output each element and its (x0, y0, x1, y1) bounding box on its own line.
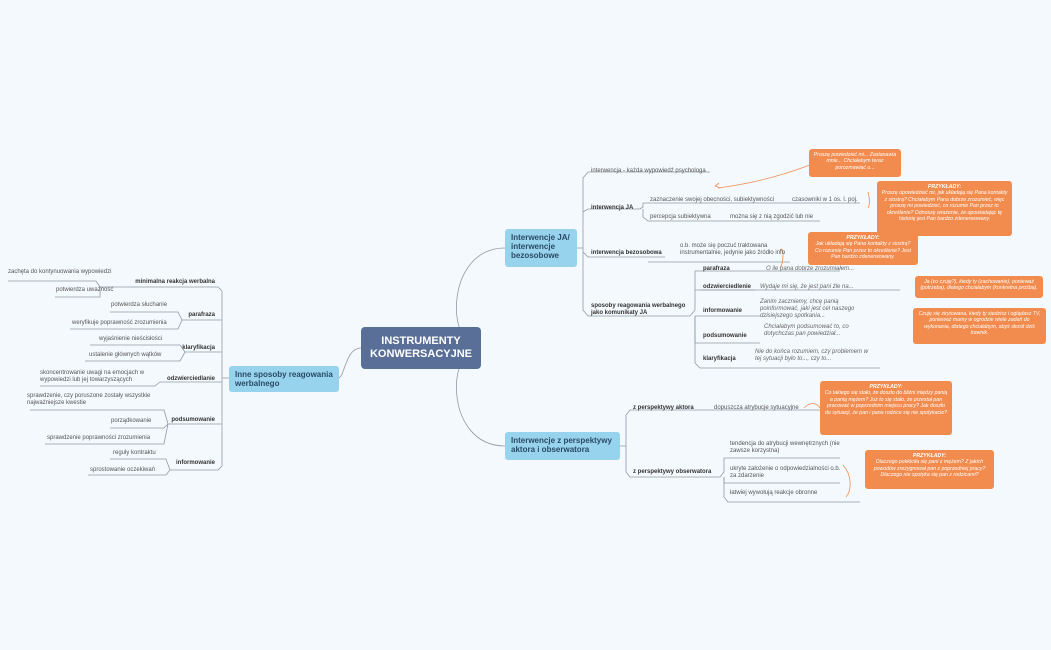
central-topic[interactable]: INSTRUMENTY KONWERSACYJNE (361, 327, 481, 369)
node-informowanie-left[interactable]: informowanie (175, 460, 215, 466)
note-przyklady-bezosobowe[interactable]: PRZYKŁADY:Jak układają się Pana kontakty… (808, 232, 918, 265)
node-perspektywa-aktora[interactable]: z perspektywy aktora (633, 405, 694, 411)
node-klaryfikacja-left[interactable]: klaryfikacja (182, 345, 215, 351)
node-podsumowanie-text[interactable]: Chciałabym podsumować to, co dotychczas … (764, 324, 849, 337)
node-informowanie-label[interactable]: informowanie (703, 308, 743, 314)
node-klaryfikacja-label[interactable]: klaryfikacja (703, 356, 736, 362)
node-percepcja[interactable]: percepcja subiektywna (650, 214, 711, 220)
node-klaryfikacja-text[interactable]: Nie do końca rozumiem, czy problemem w t… (755, 349, 869, 362)
node-ustalenie[interactable]: ustalenie głównych wątków (89, 352, 162, 358)
node-potwierdza-sluchanie[interactable]: potwierdza słuchanie (111, 302, 168, 308)
node-odzwierciedlanie-left[interactable]: odzwierciedlanie (166, 376, 215, 382)
topic-interwencje-aktor[interactable]: Interwencje z perspektywy aktora i obser… (505, 432, 620, 460)
node-podsumowanie-left[interactable]: podsumowanie (171, 417, 215, 423)
node-sprawdzenie-kwestie[interactable]: sprawdzenie, czy poruszone zostały wszys… (27, 393, 151, 406)
node-perspektywa-obserwatora[interactable]: z perspektywy obserwatora (633, 469, 712, 475)
node-mozna-zgodzic[interactable]: można się z nią zgodzić lub nie (730, 214, 814, 220)
note-komunikat-ja-schemat[interactable]: Ja (co czuję?), kiedy ty (zachowanie), p… (915, 276, 1043, 298)
node-sposoby-reagowania[interactable]: sposoby reagowania werbalnego jako komun… (591, 303, 686, 316)
node-parafraza-left[interactable]: parafraza (188, 312, 215, 318)
topic-interwencje-ja[interactable]: Interwencje JA/ interwencje bezosobowe (505, 229, 577, 267)
node-parafraza-label[interactable]: parafraza (703, 266, 730, 272)
node-minimalna-reakcja[interactable]: minimalna reakcja werbalna (135, 279, 215, 285)
node-ukryte-zalozenie[interactable]: ukryte założenie o odpowiedzialności o.b… (730, 466, 841, 479)
note-prosze-powiedziec[interactable]: Proszę powiedzieć mi... Zastanawia mnie.… (809, 149, 901, 177)
node-podsumowanie-label[interactable]: podsumowanie (703, 333, 747, 339)
node-reakcje-obronne[interactable]: łatwiej wywołują reakcje obronne (730, 490, 818, 496)
node-ob-instrumentalnie[interactable]: o.b. może się poczuć traktowana instrume… (680, 243, 786, 256)
node-porzadkowanie[interactable]: porządkowanie (111, 418, 152, 424)
node-zaznaczenie[interactable]: zaznaczenie swojej obecności, subiektywn… (650, 197, 775, 203)
node-sprostowanie[interactable]: sprostowanie oczekiwań (90, 467, 156, 473)
node-weryfikuje[interactable]: weryfikuje poprawność zrozumienia (72, 320, 167, 326)
note-przyklady-aktor[interactable]: PRZYKŁADY:Co takiego się stało, że doszł… (820, 381, 952, 435)
node-parafraza-text[interactable]: O ile pana dobrze zrozumiałem... (766, 266, 855, 272)
node-atrybucje-sytuacyjne[interactable]: dopuszcza atrybucje sytuacyjne (714, 405, 799, 411)
node-potwierdza-uwaznosc[interactable]: potwierdza uważność (56, 287, 114, 293)
node-czasowniki[interactable]: czasowniki w 1 os. l. poj. (792, 197, 858, 203)
node-reguly-kontraktu[interactable]: reguły kontraktu (113, 450, 156, 456)
node-wyjasnienie[interactable]: wyjaśnienie nieścisłości (99, 336, 163, 342)
node-interwencja-definition[interactable]: interwencja - każda wypowiedź psychologa (591, 168, 706, 174)
node-skoncentrowanie[interactable]: skoncentrowanie uwagi na emocjach w wypo… (40, 370, 145, 383)
node-informowanie-text[interactable]: Zanim zaczniemy, chcę panią poinformować… (760, 299, 855, 319)
topic-inne-sposoby[interactable]: Inne sposoby reagowania werbalnego (229, 366, 339, 392)
node-tendencja[interactable]: tendencja do atrybucji wewnętrznych (nie… (730, 441, 840, 454)
note-przyklady-ja[interactable]: PRZYKŁADY:Proszę opowiedzieć mi, jak ukł… (877, 181, 1012, 236)
node-odzwierciedlenie-label[interactable]: odzwierciedlenie (703, 284, 752, 290)
node-interwencja-bezosobowa[interactable]: interwencja bezosobowa (591, 250, 662, 256)
note-przyklady-obserwator[interactable]: PRZYKŁADY:Dlaczego pokłóciła się pani z … (865, 450, 994, 489)
node-odzwierciedlenie-text[interactable]: Wydaje mi się, że jest pani źle na... (760, 284, 854, 290)
note-komunikat-ja-przyklad[interactable]: Czuję się zirytowana, kiedy ty siedzisz … (913, 308, 1046, 344)
node-interwencja-ja[interactable]: interwencja JA (591, 205, 634, 211)
node-sprawdzenie-zrozumienia[interactable]: sprawdzenie poprawności zrozumienia (47, 435, 151, 441)
node-zacheta[interactable]: zachęta do kontynuowania wypowiedzi (8, 269, 112, 275)
